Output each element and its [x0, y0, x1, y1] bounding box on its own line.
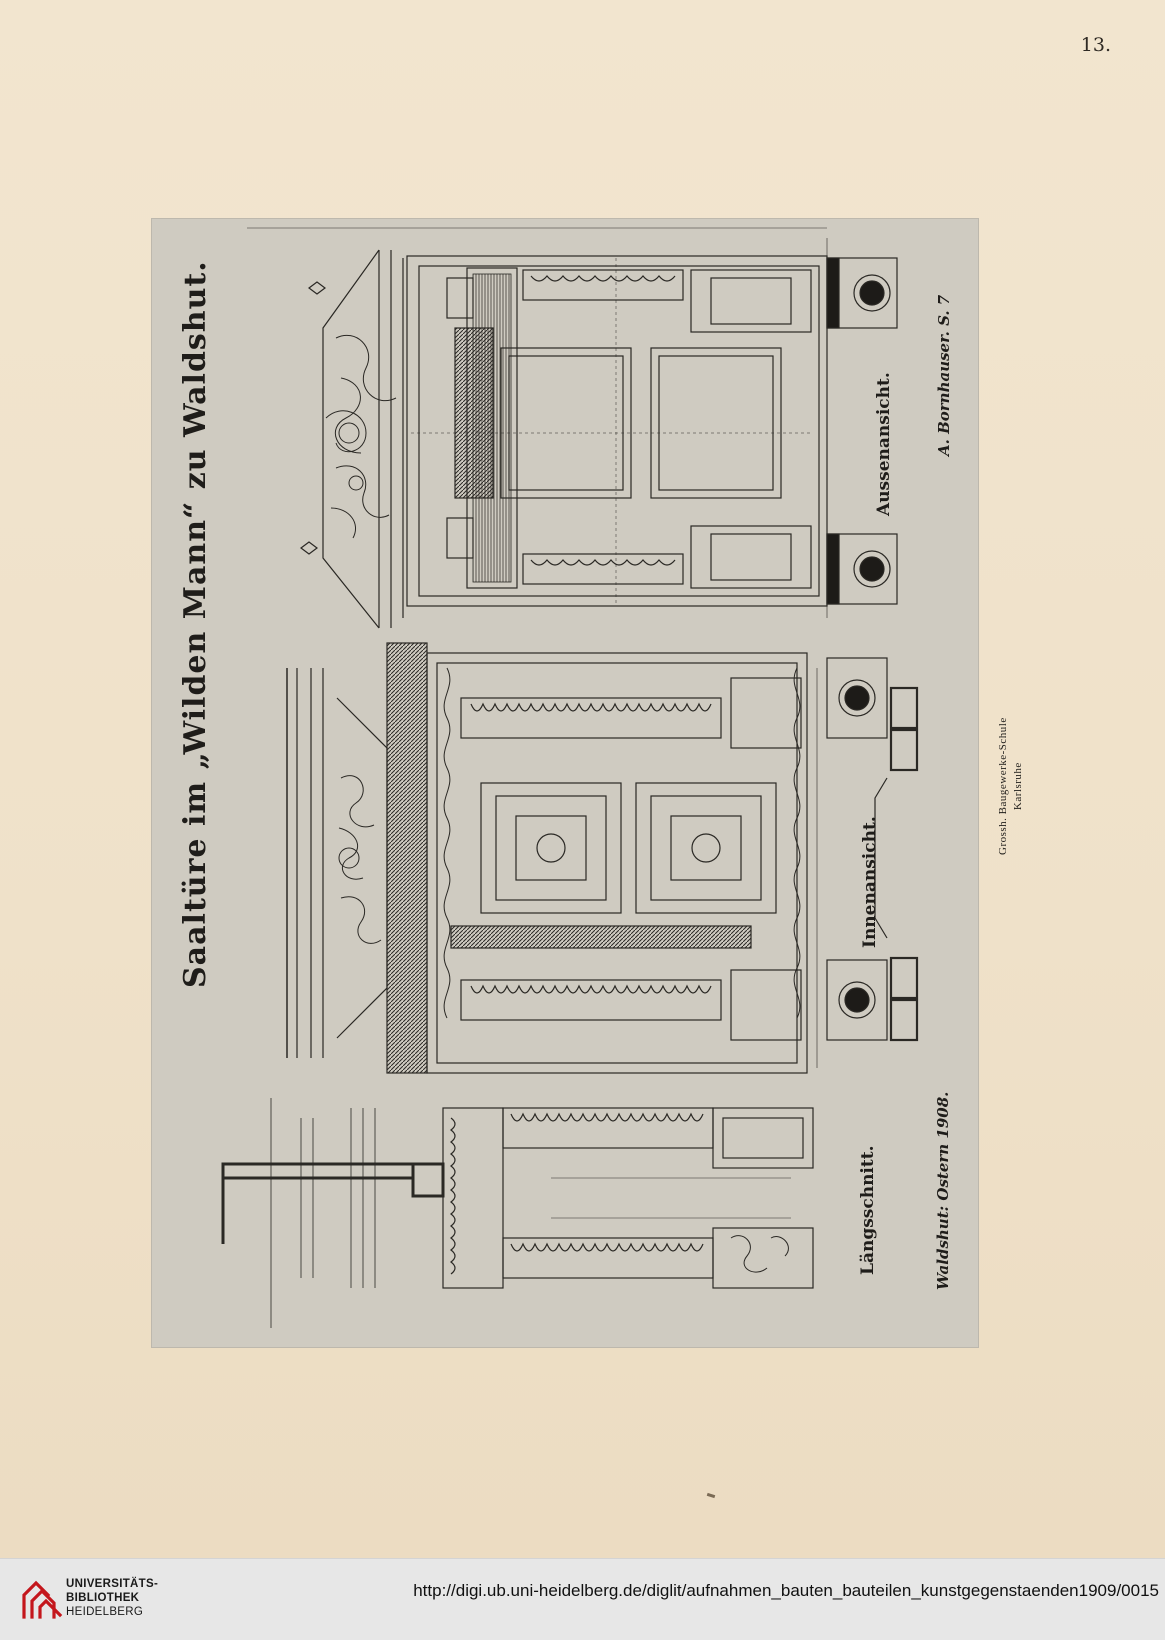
footer-bar: UNIVERSITÄTS- BIBLIOTHEK HEIDELBERG http…: [0, 1558, 1165, 1640]
door-drawings: [221, 227, 919, 1328]
school-stamp: Grossh. Baugewerke-Schule Karlsruhe: [996, 717, 1026, 855]
outer-view-label: Aussenansicht.: [874, 372, 894, 516]
page-number: 13.: [1080, 34, 1111, 56]
inner-view-label: Innenansicht.: [860, 816, 880, 948]
school-city: Karlsruhe: [1012, 762, 1024, 811]
architectural-plate: [151, 218, 979, 1348]
inner-view-drawing: [286, 642, 919, 1074]
plate-title: Saaltüre im „Wilden Mann“ zu Waldshut.: [178, 260, 213, 988]
outer-view-drawing: [247, 227, 898, 629]
scanned-page: 13.: [0, 0, 1165, 1558]
library-name-line-1: UNIVERSITÄTS-: [66, 1578, 159, 1590]
ub-heidelberg-logo-icon[interactable]: [16, 1573, 64, 1625]
library-name-line-2: BIBLIOTHEK: [66, 1592, 140, 1604]
permalink-url[interactable]: http://digi.ub.uni-heidelberg.de/diglit/…: [413, 1581, 1159, 1600]
library-name-line-3: HEIDELBERG: [66, 1606, 144, 1618]
place-date: Waldshut: Ostern 1908.: [934, 1091, 952, 1290]
library-name: UNIVERSITÄTS- BIBLIOTHEK HEIDELBERG: [66, 1577, 158, 1619]
section-drawing: [221, 1098, 814, 1328]
school-name: Grossh. Baugewerke-Schule: [997, 717, 1009, 855]
paper-mark: [706, 1492, 716, 1499]
author-signature: A. Bornhauser. S. 7: [935, 294, 953, 456]
section-label: Längsschnitt.: [858, 1145, 878, 1275]
